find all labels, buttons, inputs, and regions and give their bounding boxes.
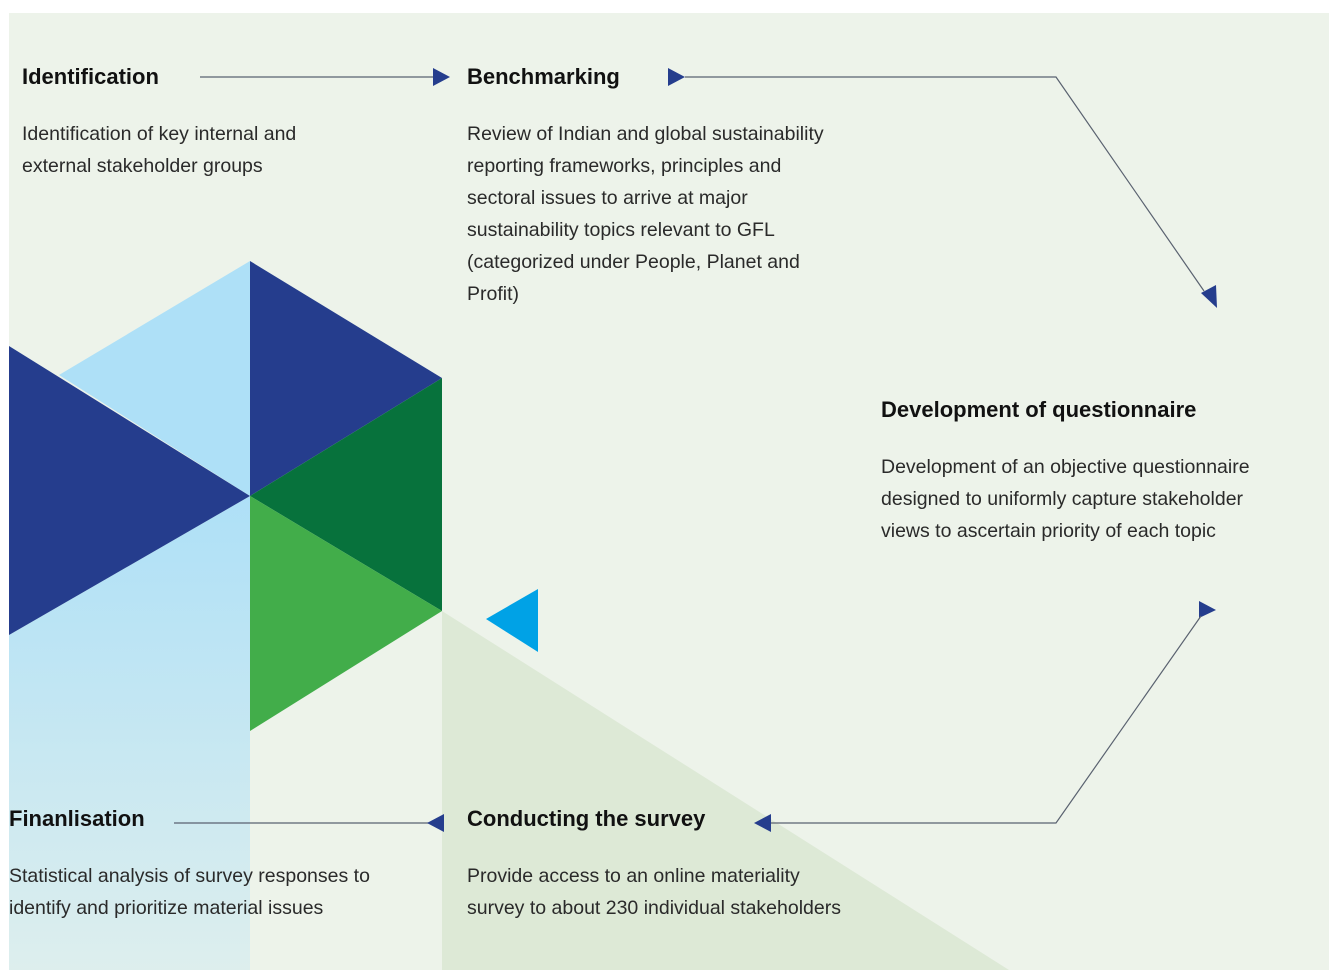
arrowhead-to-questionnaire <box>1201 285 1217 308</box>
pale-green-triangle <box>442 611 1009 970</box>
identification-title: Identification <box>22 64 159 89</box>
finalisation-title: Finanlisation <box>9 806 145 831</box>
finalisation-description: Statistical analysis of survey responses… <box>9 865 370 919</box>
arrowhead-to-finalisation <box>427 814 444 832</box>
hexagon-light-blue-triangle <box>59 261 250 496</box>
arrowhead-to-benchmarking <box>433 68 450 86</box>
arrowhead-questionnaire-start <box>1199 601 1216 618</box>
hexagon-green-triangle <box>250 496 442 731</box>
survey-title: Conducting the survey <box>467 806 706 831</box>
identification-description: Identification of key internal and exter… <box>22 123 297 177</box>
hexagon-navy-left-triangle <box>9 346 250 635</box>
connector-benchmarking-questionnaire <box>685 76 1205 292</box>
light-blue-column <box>9 496 250 970</box>
connector-questionnaire-survey <box>769 615 1202 824</box>
process-diagram-panel: Identification Identification of key int… <box>9 13 1329 970</box>
arrowhead-to-survey <box>754 814 771 832</box>
hexagon-navy-top-triangle <box>250 261 442 496</box>
cyan-accent-triangle <box>486 589 538 652</box>
benchmarking-title: Benchmarking <box>467 64 620 89</box>
questionnaire-title: Development of questionnaire <box>881 397 1197 422</box>
questionnaire-description: Development of an objective questionnair… <box>881 456 1250 542</box>
diagram-artwork <box>9 68 1217 970</box>
arrowhead-benchmarking-start <box>668 68 685 86</box>
survey-description: Provide access to an online materiality … <box>467 865 841 919</box>
hexagon-dark-green-triangle <box>250 378 442 611</box>
benchmarking-description: Review of Indian and global sustainabili… <box>467 123 824 305</box>
